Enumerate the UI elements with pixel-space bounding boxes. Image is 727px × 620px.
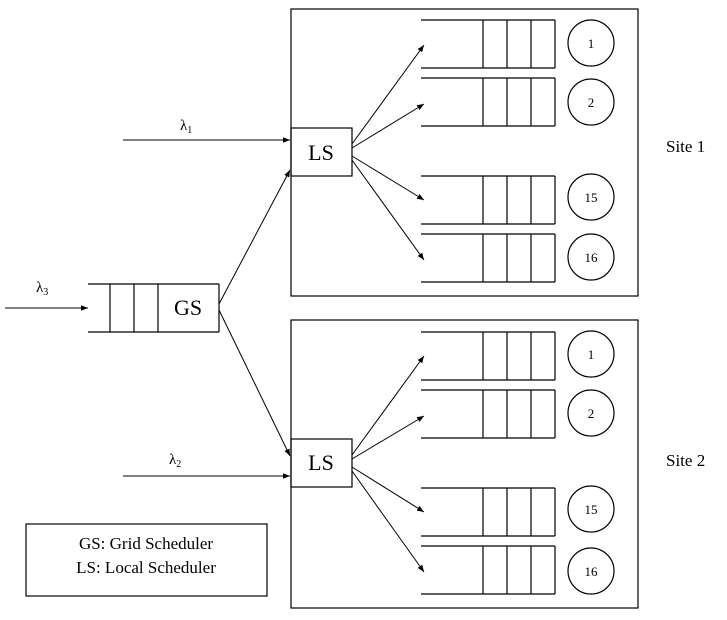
gs-queue: [88, 283, 220, 333]
site-2-server-2-circle: [567, 389, 615, 437]
site-2-server-16-label: 16: [585, 564, 599, 579]
ls-label-site-2: LS: [308, 450, 334, 475]
legend-line-2: LS: Local Scheduler: [76, 558, 216, 577]
gs-to-ls1-arrow: [218, 169, 291, 305]
site-1-ls-to-queue-16-arrow: [351, 159, 425, 261]
site-1-ls-to-queue-1-arrow: [351, 44, 425, 145]
site-2-server-16-circle: [567, 547, 615, 595]
site-2-server-15-circle: [567, 485, 615, 533]
site-2-queue-1: [421, 331, 556, 381]
legend-line-1: GS: Grid Scheduler: [79, 534, 213, 553]
site-2-queue-2: [421, 389, 556, 439]
site-2-ls-to-queue-2-arrow: [351, 415, 425, 460]
site-1-server-16-label: 16: [585, 250, 599, 265]
site-2-server-2-label: 2: [588, 406, 595, 421]
site-2-server-1-label: 1: [588, 347, 595, 362]
site-1-server-1-circle: [567, 19, 615, 67]
site-1-label: Site 1: [666, 137, 705, 156]
site-2-ls-to-queue-1-arrow: [351, 355, 425, 456]
site-2-label: Site 2: [666, 451, 705, 470]
lambda3-label: λ3: [36, 280, 48, 298]
site-1-server-15-label: 15: [585, 190, 598, 205]
site-1-ls-to-queue-15-arrow: [351, 155, 425, 201]
site-1-server-2-label: 2: [588, 95, 595, 110]
lambda2-label: λ2: [169, 452, 181, 470]
ls-label-site-1: LS: [308, 140, 334, 165]
site-2-server-1-circle: [567, 330, 615, 378]
site-2-ls-to-queue-16-arrow: [351, 470, 425, 573]
site-1-server-15-circle: [567, 173, 615, 221]
gs-to-ls2-arrow: [218, 309, 291, 457]
site-1-ls-to-queue-2-arrow: [351, 103, 425, 149]
site-1-queue-1: [421, 19, 556, 69]
site-1-server-1-label: 1: [588, 36, 595, 51]
site-2-queue-16: [421, 545, 556, 595]
site-1-server-2-circle: [567, 78, 615, 126]
ls-box-site-1: [290, 127, 353, 177]
site-1-queue-16: [421, 233, 556, 283]
site-1-queue-15: [421, 175, 556, 225]
site-2-server-15-label: 15: [585, 502, 598, 517]
gs-label: GS: [174, 295, 202, 320]
lambda1-label: λ1: [180, 118, 192, 136]
legend-box: [25, 523, 268, 597]
site-1-server-16-circle: [567, 233, 615, 281]
site-2-queue-15: [421, 487, 556, 537]
ls-box-site-2: [290, 438, 353, 488]
site-1-queue-2: [421, 77, 556, 127]
site-2-ls-to-queue-15-arrow: [351, 466, 425, 513]
